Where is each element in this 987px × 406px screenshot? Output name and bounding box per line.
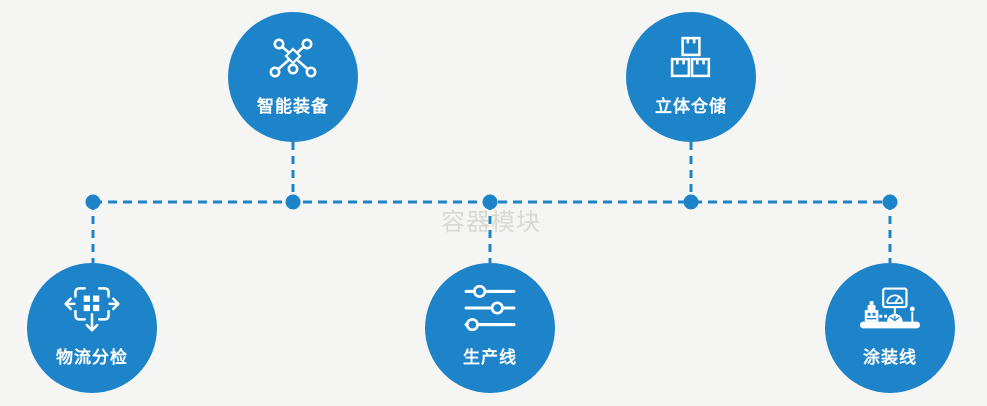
junction-dot <box>882 194 898 210</box>
watermark: 容器模块 <box>441 209 541 236</box>
node-warehouse: 立体仓储 <box>626 12 756 142</box>
node-label: 生产线 <box>463 348 517 367</box>
network-nodes-icon <box>269 26 317 88</box>
node-label: 物流分检 <box>56 348 128 367</box>
node-circle: 生产线 <box>425 263 555 393</box>
junction-dot <box>85 194 101 210</box>
node-label: 智能装备 <box>257 97 329 116</box>
sorting-distribution-icon <box>63 277 121 339</box>
node-circle: 立体仓储 <box>626 12 756 142</box>
node-painting-line: 涂装线 <box>825 263 955 393</box>
node-circle: 涂装线 <box>825 263 955 393</box>
node-logistics-sorting: 物流分检 <box>27 263 157 393</box>
junction-dot <box>683 194 699 210</box>
node-smart-equipment: 智能装备 <box>228 12 358 142</box>
node-label: 涂装线 <box>863 348 917 367</box>
control-console-icon <box>858 277 922 339</box>
node-circle: 智能装备 <box>228 12 358 142</box>
node-circle: 物流分检 <box>27 263 157 393</box>
node-production-line: 生产线 <box>425 263 555 393</box>
junction-dot <box>285 194 301 210</box>
junction-dot <box>482 194 498 210</box>
stacked-boxes-icon <box>670 26 712 88</box>
sliders-icon <box>463 277 517 339</box>
node-label: 立体仓储 <box>655 97 727 116</box>
